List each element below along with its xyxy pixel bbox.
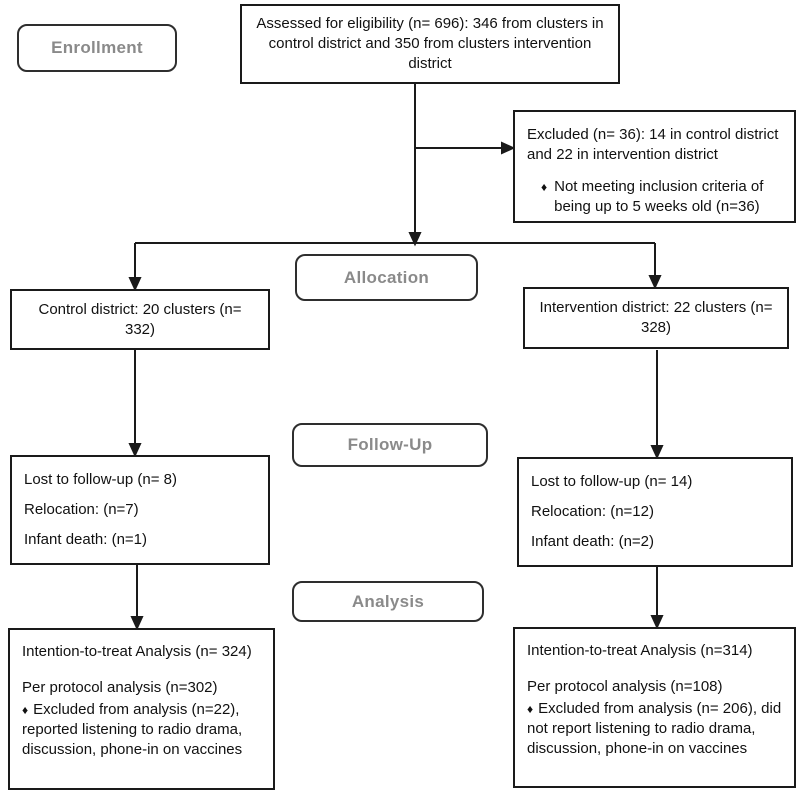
stage-label-allocation-text: Allocation [343,267,430,287]
stage-label-allocation: Allocation [295,254,478,301]
analysis-left-box: Intention-to-treat Analysis (n= 324) Per… [8,628,275,790]
per-protocol-text: Per protocol analysis (n=108) [527,678,723,695]
intervention-district-text: Intervention district: 22 clusters (n= 3… [539,299,773,336]
followup-left-box: Lost to follow-up (n= 8) Relocation: (n=… [10,455,270,565]
control-district-box: Control district: 20 clusters (n= 332) [10,289,270,350]
control-district-text: Control district: 20 clusters (n= 332) [38,300,242,338]
stage-label-analysis: Analysis [292,581,484,622]
assessed-eligibility-box: Assessed for eligibility (n= 696): 346 f… [240,4,620,84]
stage-label-followup-text: Follow-Up [347,435,433,454]
assessed-eligibility-text: Assessed for eligibility (n= 696): 346 f… [256,15,604,72]
excluded-bullet-item: ♦ Not meeting inclusion criteria of bein… [541,177,784,217]
arrowhead-followup-to-analysis-left [130,616,144,631]
arrowhead-control-to-followup [128,443,142,458]
arrowhead-to-excluded [501,141,516,155]
arrowhead-intervention-to-followup [650,445,664,460]
excluded-box: Excluded (n= 36): 14 in control district… [513,110,796,223]
analysis-right-box: Intention-to-treat Analysis (n=314) Per … [513,627,796,788]
relocation-text: Relocation: (n=7) [24,501,139,518]
intervention-district-box: Intervention district: 22 clusters (n= 3… [523,287,789,349]
infant-death-text: Infant death: (n=1) [24,531,148,548]
arrowhead-branch-to-intervention [648,275,662,290]
analysis-bullet-text: Excluded from analysis (n= 206), did not… [527,700,782,757]
itt-analysis-text: Intention-to-treat Analysis (n=314) [527,642,753,659]
per-protocol-text: Per protocol analysis (n=302) [22,679,218,696]
diamond-bullet-icon: ♦ [22,703,29,717]
analysis-bullet-text: Excluded from analysis (n=22), reported … [22,701,243,758]
arrowhead-assessed-to-branch [408,232,422,247]
arrowhead-branch-to-control [128,277,142,292]
arrowhead-followup-to-analysis-right [650,615,664,630]
lost-to-followup-text: Lost to follow-up (n= 14) [531,473,693,490]
relocation-text: Relocation: (n=12) [531,503,654,520]
infant-death-text: Infant death: (n=2) [531,533,655,550]
stage-label-analysis-text: Analysis [351,591,425,611]
diamond-bullet-icon: ♦ [527,702,534,716]
stage-label-followup: Follow-Up [292,423,488,467]
analysis-bullet-item: ♦Excluded from analysis (n=22), reported… [22,700,261,760]
stage-label-enrollment-text: Enrollment [51,38,143,57]
itt-analysis-text: Intention-to-treat Analysis (n= 324) [22,643,252,660]
excluded-summary-text: Excluded (n= 36): 14 in control district… [527,126,779,163]
lost-to-followup-text: Lost to follow-up (n= 8) [24,471,177,488]
excluded-bullet-text: Not meeting inclusion criteria of being … [554,178,764,215]
stage-label-enrollment: Enrollment [17,24,177,72]
diamond-bullet-icon: ♦ [541,180,548,194]
followup-right-box: Lost to follow-up (n= 14) Relocation: (n… [517,457,793,567]
analysis-bullet-item: ♦Excluded from analysis (n= 206), did no… [527,699,782,759]
